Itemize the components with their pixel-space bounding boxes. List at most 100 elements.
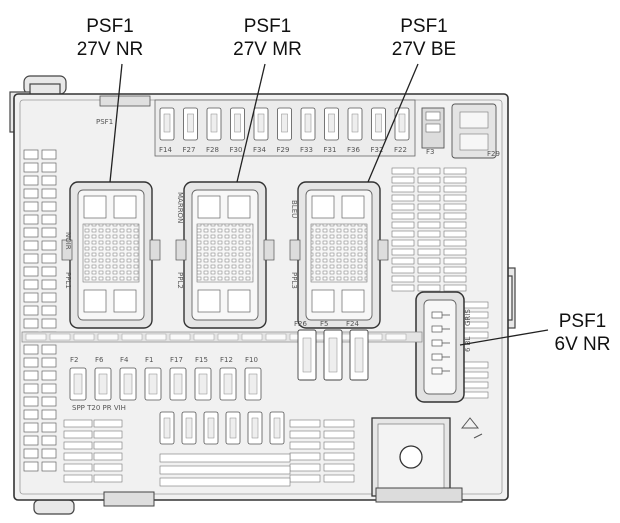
side-slot <box>41 422 57 433</box>
side-slot <box>23 149 39 160</box>
fuse-label: F14 <box>159 146 172 154</box>
fuse-f1: F1 <box>144 356 162 401</box>
side-slot <box>63 474 93 483</box>
side-slot <box>391 284 415 292</box>
band-cell <box>385 333 407 341</box>
side-slot <box>391 239 415 247</box>
side-slot <box>93 419 123 428</box>
side-slot <box>41 435 57 446</box>
top-strip-text: PSF1 <box>96 118 113 126</box>
side-slot <box>417 266 441 274</box>
side-slot <box>323 441 355 450</box>
band-cell <box>241 333 263 341</box>
side-slot <box>23 435 39 446</box>
callout-line2: 27V BE <box>391 39 457 60</box>
side-slot <box>23 292 39 303</box>
side-slot <box>443 194 467 202</box>
bottom-fuse-element <box>251 417 259 439</box>
callout-line1: PSF1 <box>558 311 607 332</box>
side-slot <box>41 409 57 420</box>
bottom-tab <box>103 491 155 507</box>
side-slot <box>391 248 415 256</box>
side-slot <box>41 227 57 238</box>
bottom-fuse-element <box>207 417 215 439</box>
callout-line2: 6V NR <box>554 334 611 355</box>
side-slot <box>417 221 441 229</box>
side-slot <box>41 357 57 368</box>
band-cell <box>265 333 287 341</box>
side-slot <box>41 253 57 264</box>
band-cell <box>121 333 143 341</box>
side-slot <box>443 284 467 292</box>
side-slot <box>391 221 415 229</box>
side-slot <box>323 463 355 472</box>
fuse-label: F31 <box>324 146 337 154</box>
side-slot <box>323 452 355 461</box>
callout-line1: PSF1 <box>86 16 134 37</box>
side-slot <box>391 203 415 211</box>
side-slot <box>391 167 415 175</box>
side-slot <box>93 474 123 483</box>
side-slot <box>391 266 415 274</box>
fuse-label: F30 <box>230 146 243 154</box>
side-slot <box>23 214 39 225</box>
callout-psf1-27v-be: PSF1 27V BE <box>384 15 464 61</box>
side-slot <box>93 441 123 450</box>
fuse-f2: F2 <box>69 356 87 401</box>
callout-psf1-27v-nr: PSF1 27V NR <box>70 15 150 61</box>
side-slot <box>23 422 39 433</box>
side-slot <box>41 214 57 225</box>
side-slot <box>93 463 123 472</box>
band-cell <box>73 333 95 341</box>
connector-color-label: BLEU <box>290 200 298 218</box>
side-slot <box>391 185 415 193</box>
side-slot <box>417 185 441 193</box>
fuse-f14: F14 <box>159 107 175 154</box>
fuse-f31: F31 <box>324 107 339 154</box>
side-slot <box>41 175 57 186</box>
side-slot <box>159 465 291 475</box>
bottom-fuse-row <box>159 411 291 487</box>
fuse-label: F6 <box>95 356 104 364</box>
side-slot <box>41 240 57 251</box>
fuse-label: F15 <box>195 356 208 364</box>
side-slot <box>443 203 467 211</box>
side-slot <box>23 305 39 316</box>
callout-psf1-27v-mr: PSF1 27V MR <box>225 15 310 61</box>
band-cell <box>97 333 119 341</box>
side-slot <box>63 419 93 428</box>
side-slot <box>289 474 321 483</box>
side-slot <box>443 266 467 274</box>
side-slot <box>23 461 39 472</box>
right-slot-block <box>391 167 467 292</box>
side-slot <box>93 430 123 439</box>
side-slot <box>391 176 415 184</box>
connector-ppl2-marron: MARRON PPL2 <box>175 181 275 329</box>
top-relay-label: F3 <box>426 148 434 156</box>
fuse-f33: F33 <box>300 107 316 154</box>
fuse-label: F26 <box>294 320 307 328</box>
side-slot <box>289 463 321 472</box>
fuse-label: F27 <box>183 146 196 154</box>
fuse-label: F5 <box>320 320 328 328</box>
fuse-label: F34 <box>253 146 266 154</box>
bottom-fuse-element <box>229 417 237 439</box>
band-cell <box>49 333 71 341</box>
fuse-label: F2 <box>70 356 78 364</box>
side-slot <box>443 248 467 256</box>
connector-code-label: PPL2 <box>176 272 184 289</box>
band-cell <box>145 333 167 341</box>
fuse-f12: F12 <box>219 356 237 401</box>
fuse-f29: F29 <box>277 107 292 154</box>
side-slot <box>23 396 39 407</box>
side-slot <box>443 257 467 265</box>
side-slot <box>23 227 39 238</box>
fuse-label: F4 <box>120 356 129 364</box>
side-slot <box>23 448 39 459</box>
bottom-fuse-element <box>185 417 193 439</box>
side-slot <box>417 212 441 220</box>
side-slot <box>63 463 93 472</box>
band-cell <box>217 333 239 341</box>
